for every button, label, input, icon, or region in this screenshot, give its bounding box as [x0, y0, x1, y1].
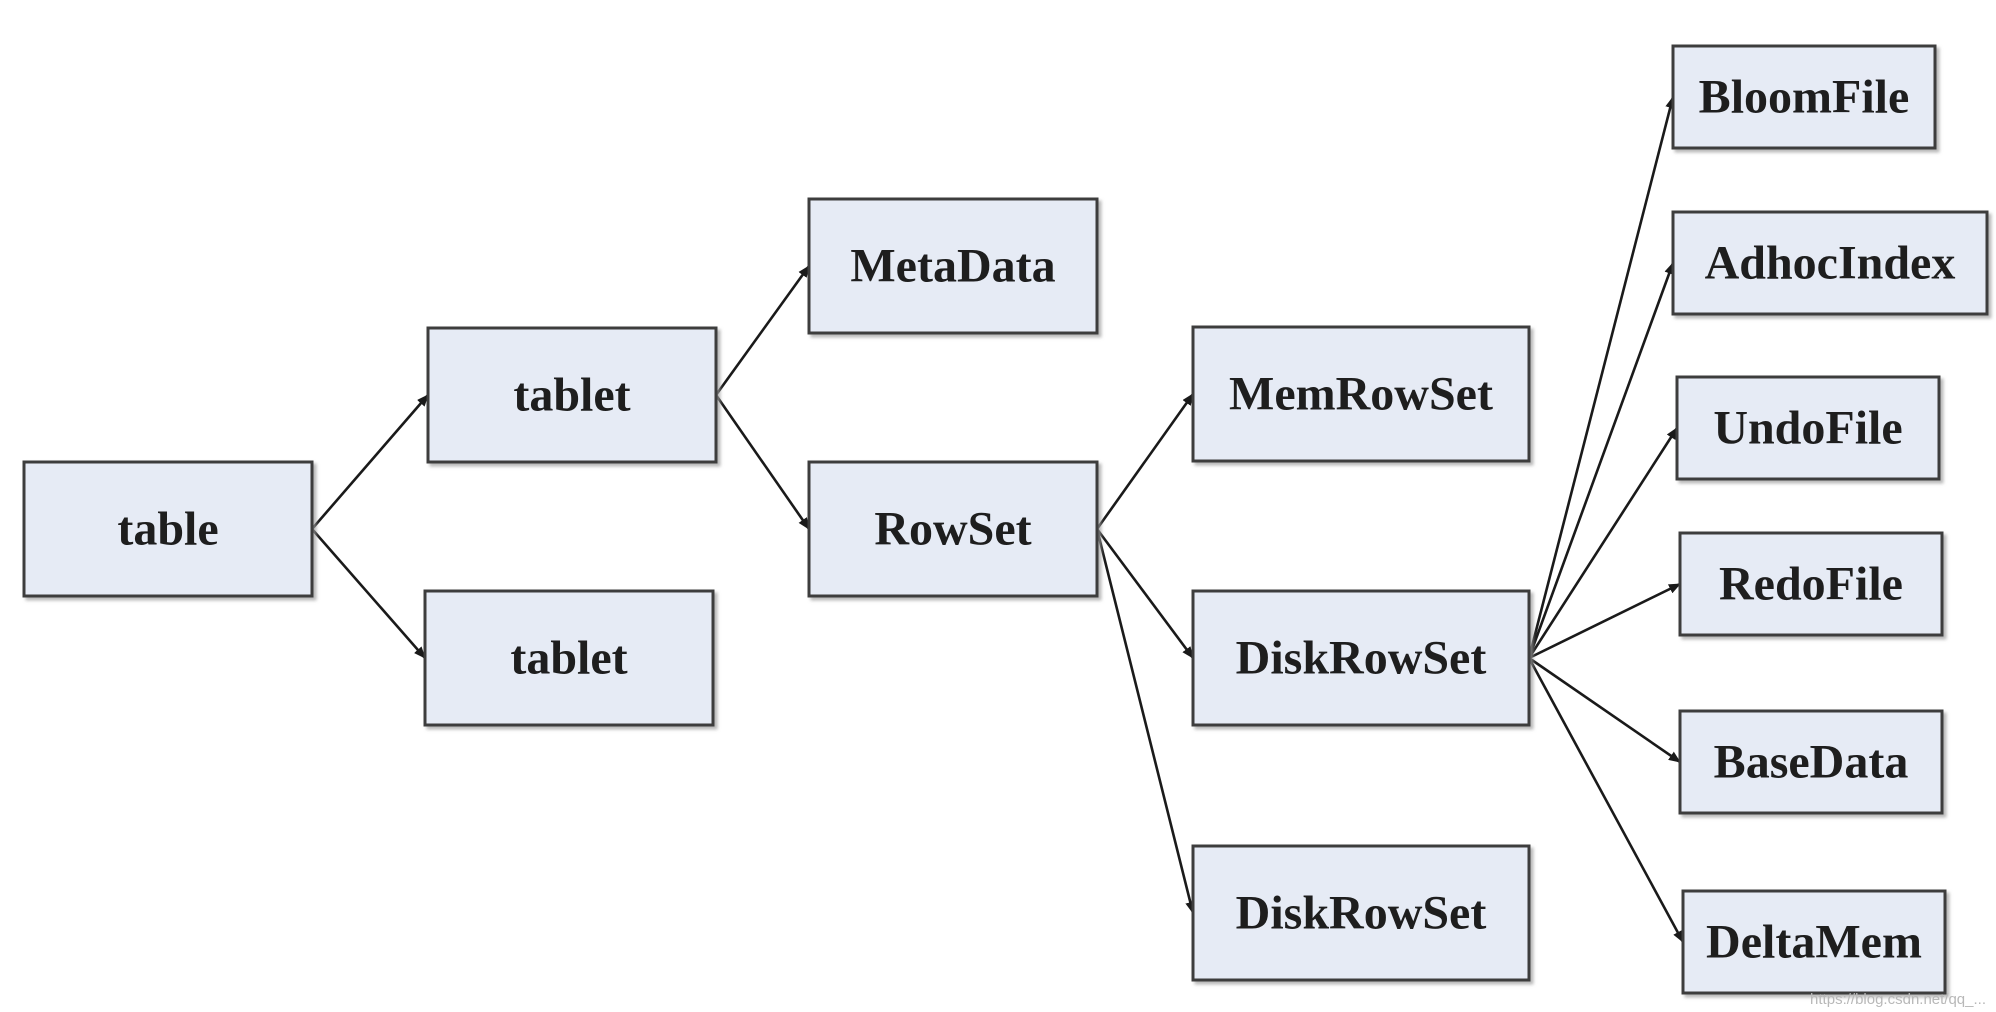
edge-rowset-to-diskrowset-1 — [1095, 528, 1195, 659]
node-diskrowset-2-label: DiskRowSet — [1236, 887, 1487, 940]
node-adhocindex-label: AdhocIndex — [1705, 237, 1956, 290]
edge-tablet-1-to-metadata — [714, 265, 811, 396]
node-tablet-2-box — [423, 589, 715, 727]
node-diskrowset-2: DiskRowSet — [1191, 844, 1531, 982]
node-diskrowset-2-box — [1191, 844, 1531, 982]
edge-table-to-tablet-1 — [311, 394, 429, 530]
node-rowset-label: RowSet — [874, 503, 1031, 556]
node-undofile-box — [1675, 375, 1941, 481]
node-tablet-2-label: tablet — [510, 632, 627, 685]
node-diskrowset-1-box — [1191, 589, 1531, 727]
node-bloomfile-box — [1671, 44, 1937, 150]
edge-diskrowset-1-to-deltamem — [1527, 657, 1685, 943]
node-basedata: BaseData — [1678, 709, 1944, 815]
node-memrowset: MemRowSet — [1191, 325, 1531, 463]
node-rowset: RowSet — [807, 460, 1099, 598]
node-adhocindex-box — [1671, 210, 1989, 316]
edge-rowset-to-memrowset — [1095, 393, 1195, 530]
watermark-url: https://blog.csdn.net/qq_... — [1810, 991, 1986, 1008]
node-basedata-label: BaseData — [1714, 736, 1909, 789]
node-table-label: table — [117, 503, 218, 556]
node-undofile: UndoFile — [1675, 375, 1941, 481]
node-tablet-1-label: tablet — [513, 369, 630, 422]
node-diskrowset-1-label: DiskRowSet — [1236, 632, 1487, 685]
node-redofile: RedoFile — [1678, 531, 1944, 637]
node-redofile-box — [1678, 531, 1944, 637]
node-tablet-1-box — [426, 326, 718, 464]
edge-diskrowset-1-to-redofile — [1528, 582, 1681, 660]
node-metadata-box — [807, 197, 1099, 335]
node-bloomfile-label: BloomFile — [1699, 71, 1910, 124]
node-deltamem-label: DeltaMem — [1706, 916, 1922, 969]
node-tablet-1: tablet — [426, 326, 718, 464]
node-table-box — [22, 460, 314, 598]
node-deltamem: DeltaMem — [1681, 889, 1947, 995]
edge-diskrowset-1-to-bloomfile — [1527, 96, 1676, 659]
node-metadata: MetaData — [807, 197, 1099, 335]
node-rowset-box — [807, 460, 1099, 598]
edge-rowset-to-diskrowset-2 — [1095, 528, 1196, 914]
node-deltamem-box — [1681, 889, 1947, 995]
node-metadata-label: MetaData — [850, 240, 1055, 293]
node-table: table — [22, 460, 314, 598]
node-adhocindex: AdhocIndex — [1671, 210, 1989, 316]
node-tablet-2: tablet — [423, 589, 715, 727]
node-memrowset-label: MemRowSet — [1229, 368, 1493, 421]
node-redofile-label: RedoFile — [1719, 558, 1903, 611]
edge-tablet-1-to-rowset — [714, 394, 811, 530]
node-basedata-box — [1678, 709, 1944, 815]
edge-diskrowset-1-to-undofile — [1527, 427, 1679, 659]
node-diskrowset-1: DiskRowSet — [1191, 589, 1531, 727]
node-undofile-label: UndoFile — [1713, 402, 1902, 455]
node-memrowset-box — [1191, 325, 1531, 463]
edges-layer — [311, 96, 1685, 943]
edge-diskrowset-1-to-adhocindex — [1527, 262, 1675, 659]
node-bloomfile: BloomFile — [1671, 44, 1937, 150]
edge-diskrowset-1-to-basedata — [1528, 656, 1681, 764]
edge-table-to-tablet-2 — [311, 528, 426, 659]
